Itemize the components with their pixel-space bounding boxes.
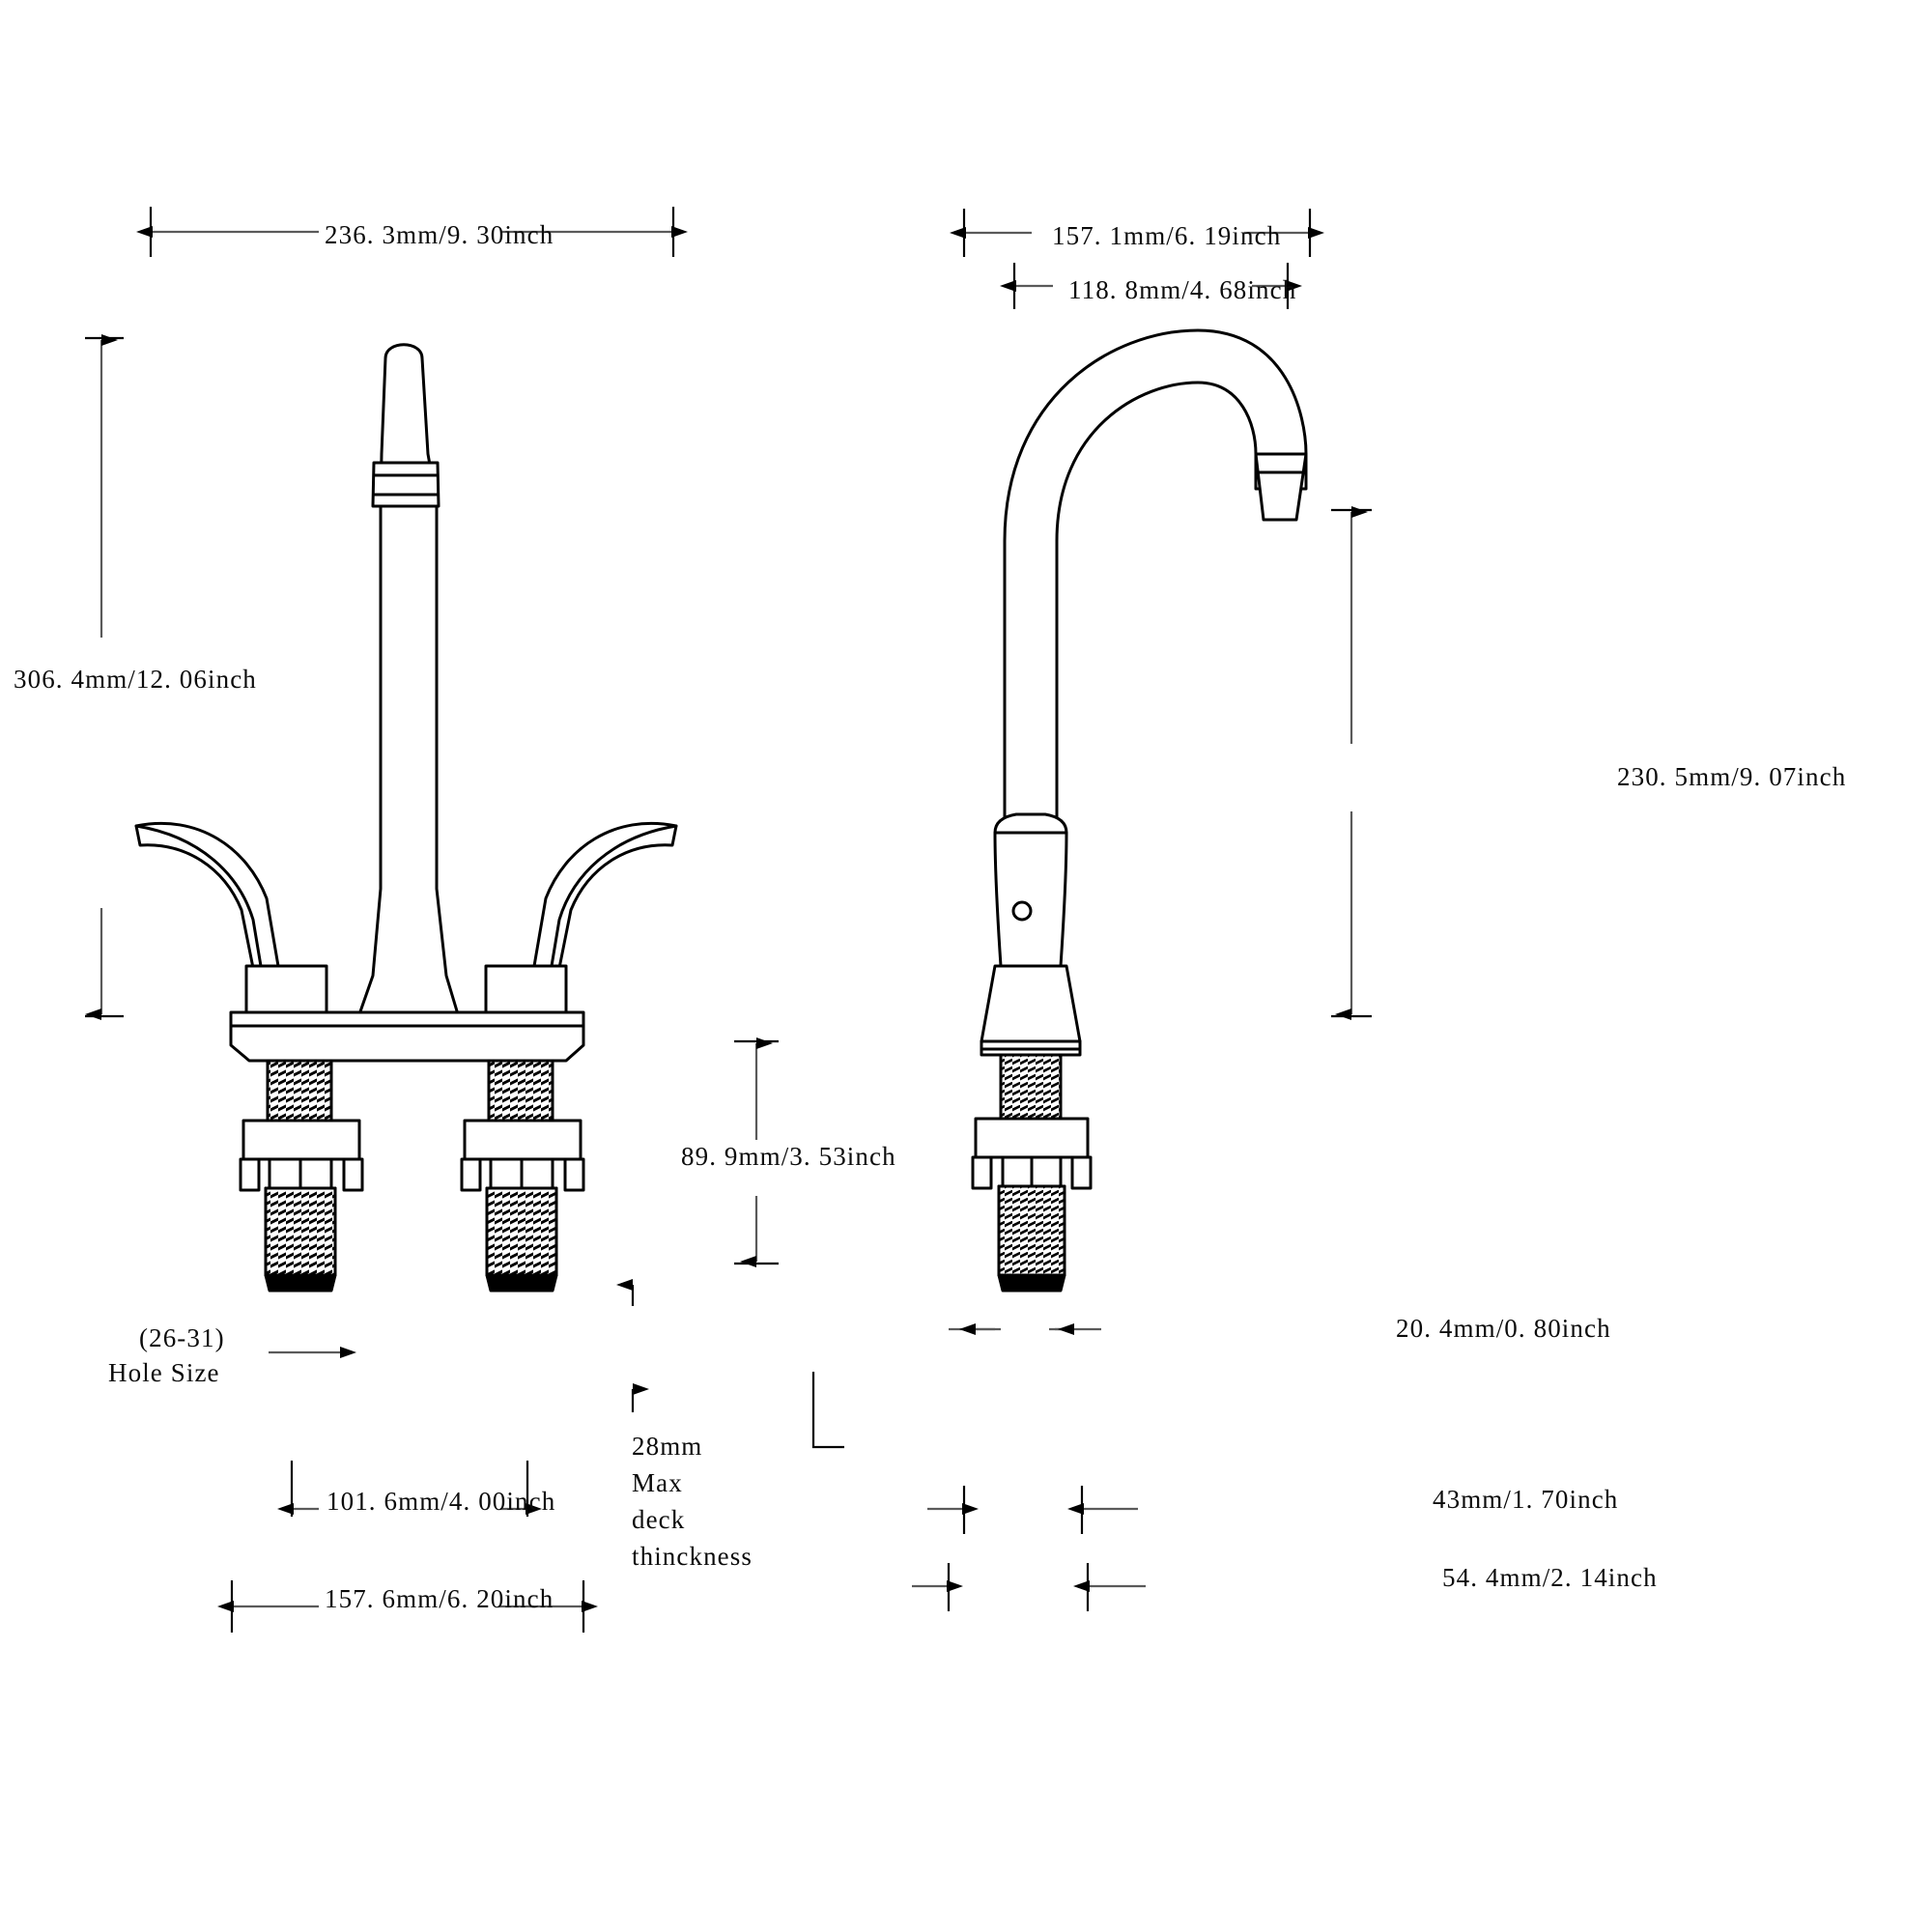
dim-front-spout-height: 89. 9mm/3. 53inch xyxy=(681,1142,896,1171)
dimension-lines-group xyxy=(85,207,1372,1633)
dim-side-overall-height: 230. 5mm/9. 07inch xyxy=(1617,762,1847,791)
deck-note-line-3: deck xyxy=(632,1505,686,1534)
dim-front-center-to-center: 101. 6mm/4. 00inch xyxy=(327,1487,556,1516)
dim-side-shank-diameter: 20. 4mm/0. 80inch xyxy=(1396,1314,1611,1343)
deck-note-line-4: thinckness xyxy=(632,1542,753,1571)
dim-side-overall-reach: 157. 1mm/6. 19inch xyxy=(1052,221,1282,250)
dim-side-spout-reach: 118. 8mm/4. 68inch xyxy=(1068,275,1297,304)
deck-note-line-2: Max xyxy=(632,1468,683,1497)
dim-front-hole-size-label: Hole Size xyxy=(108,1358,220,1387)
dim-front-overall-width: 236. 3mm/9. 30inch xyxy=(325,220,554,249)
dim-side-base-depth-2: 54. 4mm/2. 14inch xyxy=(1442,1563,1658,1592)
dim-front-base-width: 157. 6mm/6. 20inch xyxy=(325,1584,554,1613)
faucet-front-view xyxy=(134,343,678,1293)
dim-front-hole-size: (26-31) xyxy=(139,1323,225,1352)
dim-front-overall-height: 306. 4mm/12. 06inch xyxy=(14,665,257,694)
deck-note-line-1: 28mm xyxy=(632,1432,703,1461)
dim-side-base-depth-1: 43mm/1. 70inch xyxy=(1433,1485,1619,1514)
faucet-side-view xyxy=(971,328,1308,1293)
